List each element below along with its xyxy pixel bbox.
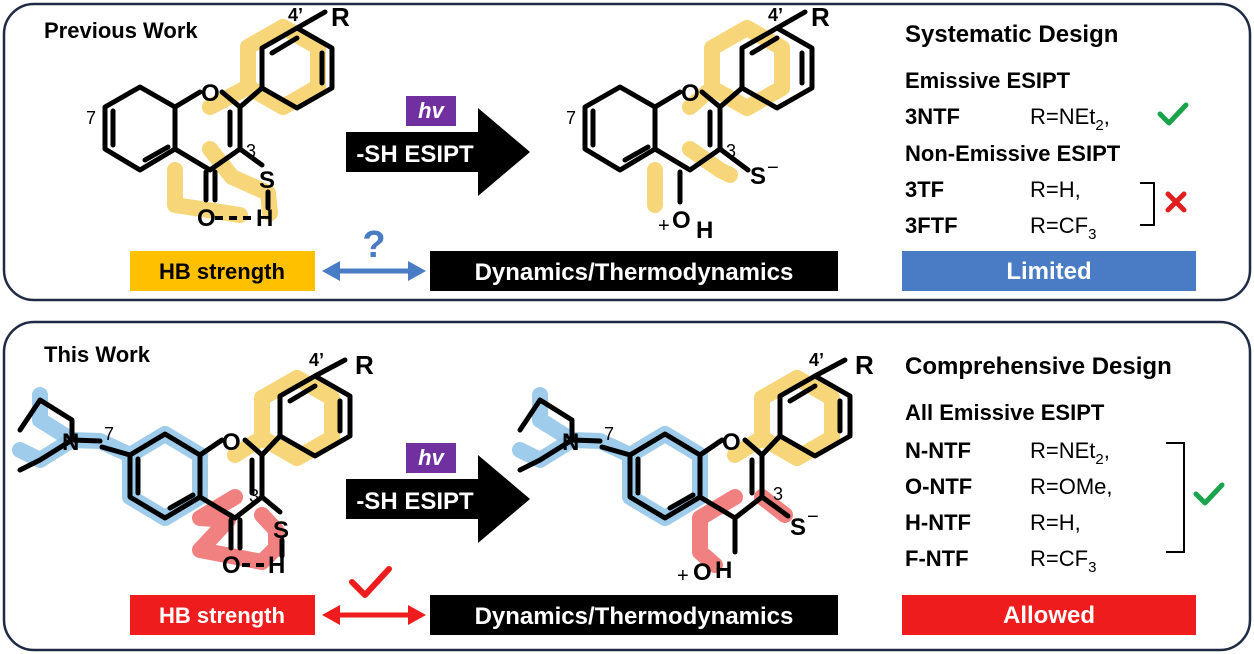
- bottom-arrowhead-left: [322, 605, 340, 625]
- hydroxyl-oxygen-label-2: O: [693, 559, 712, 586]
- limited-label: Limited: [1006, 258, 1091, 285]
- top-dynamics-label: Dynamics/Thermodynamics: [475, 259, 794, 286]
- bottom-heading: This Work: [44, 342, 151, 367]
- ring-oxygen-label-4: O: [722, 429, 741, 456]
- question-mark: ?: [362, 224, 385, 266]
- bottom-arrowhead-right: [408, 605, 426, 625]
- top-side-heading: Systematic Design: [905, 21, 1118, 48]
- ring-oxygen-label: O: [201, 80, 220, 107]
- r-group-label-2: R: [811, 2, 830, 32]
- list-name-f-ntf: F-NTF: [905, 546, 969, 571]
- r-group-label-4: R: [855, 350, 874, 380]
- pos4-label-3: 4’: [309, 350, 324, 370]
- bottom-dynamics-box: [430, 595, 838, 635]
- pos3-label-3: 3: [249, 486, 259, 506]
- top-esipt-arrow: [346, 108, 530, 196]
- list-name-3ntf: 3NTF: [905, 104, 960, 129]
- list-r-o-ntf: R=OMe,: [1030, 474, 1113, 499]
- top-bracket: [1140, 182, 1155, 226]
- pos4-label-4: 4’: [809, 350, 824, 370]
- top-heading: Previous Work: [44, 18, 198, 43]
- hydroxyl-oxygen-label: O: [672, 207, 691, 234]
- limited-banner: [902, 251, 1196, 291]
- pos3-label: 3: [246, 141, 256, 161]
- top-dynamics-box: [430, 251, 838, 291]
- bottom-arrow-label: -SH ESIPT: [356, 488, 474, 515]
- carbonyl-oxygen-label: O: [197, 205, 216, 232]
- pos4-label: 4’: [288, 5, 303, 25]
- list-r-3ftf: R=CF3: [1030, 213, 1096, 243]
- allowed-banner: [902, 595, 1196, 635]
- top-hb-strength-label: HB strength: [159, 259, 285, 284]
- top-arrow-label: -SH ESIPT: [356, 141, 474, 168]
- thiolate-label-2: S: [790, 514, 806, 541]
- top-arrowhead-right: [408, 261, 426, 281]
- check-icon-3ntf: [1157, 102, 1189, 126]
- bottom-dynamics-label: Dynamics/Thermodynamics: [475, 603, 794, 630]
- pos3-label-4: 3: [773, 484, 783, 504]
- pos7-label-4: 7: [604, 424, 614, 444]
- pos7-label-3: 7: [104, 424, 114, 444]
- ring-oxygen-label-3: O: [222, 429, 241, 456]
- sulfur-label-3: S: [273, 517, 289, 544]
- thiolate-label: S: [750, 163, 766, 190]
- list-name-3tf: 3TF: [905, 177, 944, 202]
- top-arrowhead-left: [322, 261, 340, 281]
- top-hb-strength-box: [130, 251, 315, 291]
- list-r-f-ntf: R=CF3: [1030, 546, 1096, 576]
- list-r-3ntf: R=NEt2,: [1030, 104, 1110, 134]
- plus-charge-label: +: [658, 215, 670, 237]
- nitrogen-label: N: [62, 429, 79, 456]
- allowed-label: Allowed: [1003, 602, 1095, 629]
- r-group-label-3: R: [355, 350, 374, 380]
- pos4-label-2: 4’: [768, 5, 783, 25]
- hv-badge: [406, 96, 456, 126]
- cross-icon: [1165, 191, 1187, 213]
- minus-charge-label-2: −: [807, 506, 819, 528]
- pos7-label: 7: [86, 108, 96, 128]
- hydroxyl-hydrogen-label-2: H: [715, 557, 732, 584]
- hv-label: hv: [418, 98, 445, 123]
- sulfur-label: S: [259, 167, 275, 194]
- pos7-label-2: 7: [566, 108, 576, 128]
- pos3-label-2: 3: [726, 141, 736, 161]
- hydrogen-label-3: H: [268, 552, 285, 579]
- red-check-icon: [349, 566, 392, 598]
- bottom-esipt-arrow: [346, 455, 530, 543]
- bottom-product-molecule: N 7 O O H + S − 3 4’ R: [512, 350, 874, 587]
- carbonyl-oxygen-label-3: O: [222, 552, 241, 579]
- check-icon-all: [1193, 482, 1225, 506]
- all-emissive-title: All Emissive ESIPT: [905, 400, 1105, 425]
- minus-charge-label: −: [767, 157, 779, 179]
- hydrogen-label: H: [256, 205, 273, 232]
- bottom-reactant-molecule: N 7 O O S H 3 4’ R: [12, 350, 374, 579]
- non-emissive-title: Non-Emissive ESIPT: [905, 141, 1121, 166]
- emissive-title: Emissive ESIPT: [905, 68, 1071, 93]
- list-name-o-ntf: O-NTF: [905, 474, 972, 499]
- list-name-n-ntf: N-NTF: [905, 438, 971, 463]
- top-product-molecule: O O H + S − R 4’ 3 7: [566, 2, 830, 244]
- bottom-hb-strength-label: HB strength: [159, 603, 285, 628]
- hv-label-2: hv: [418, 445, 445, 470]
- top-panel-frame: [2, 2, 1252, 302]
- list-r-n-ntf: R=NEt2,: [1030, 438, 1110, 468]
- bottom-bracket: [1166, 442, 1185, 553]
- ring-oxygen-label-2: O: [681, 80, 700, 107]
- list-r-h-ntf: R=H,: [1030, 510, 1081, 535]
- list-name-h-ntf: H-NTF: [905, 510, 971, 535]
- bottom-hb-strength-box: [130, 595, 315, 635]
- hv-badge-2: [406, 443, 456, 473]
- r-group-label: R: [331, 2, 350, 32]
- plus-charge-label-2: +: [677, 565, 689, 587]
- list-name-3ftf: 3FTF: [905, 213, 958, 238]
- list-r-3tf: R=H,: [1030, 177, 1081, 202]
- nitrogen-label-2: N: [562, 429, 579, 456]
- bottom-side-heading: Comprehensive Design: [905, 353, 1172, 380]
- bottom-panel-frame: [2, 320, 1252, 652]
- hydroxyl-hydrogen-label: H: [696, 217, 713, 244]
- top-reactant-molecule: O O S H R 4’ 3 7: [86, 2, 350, 232]
